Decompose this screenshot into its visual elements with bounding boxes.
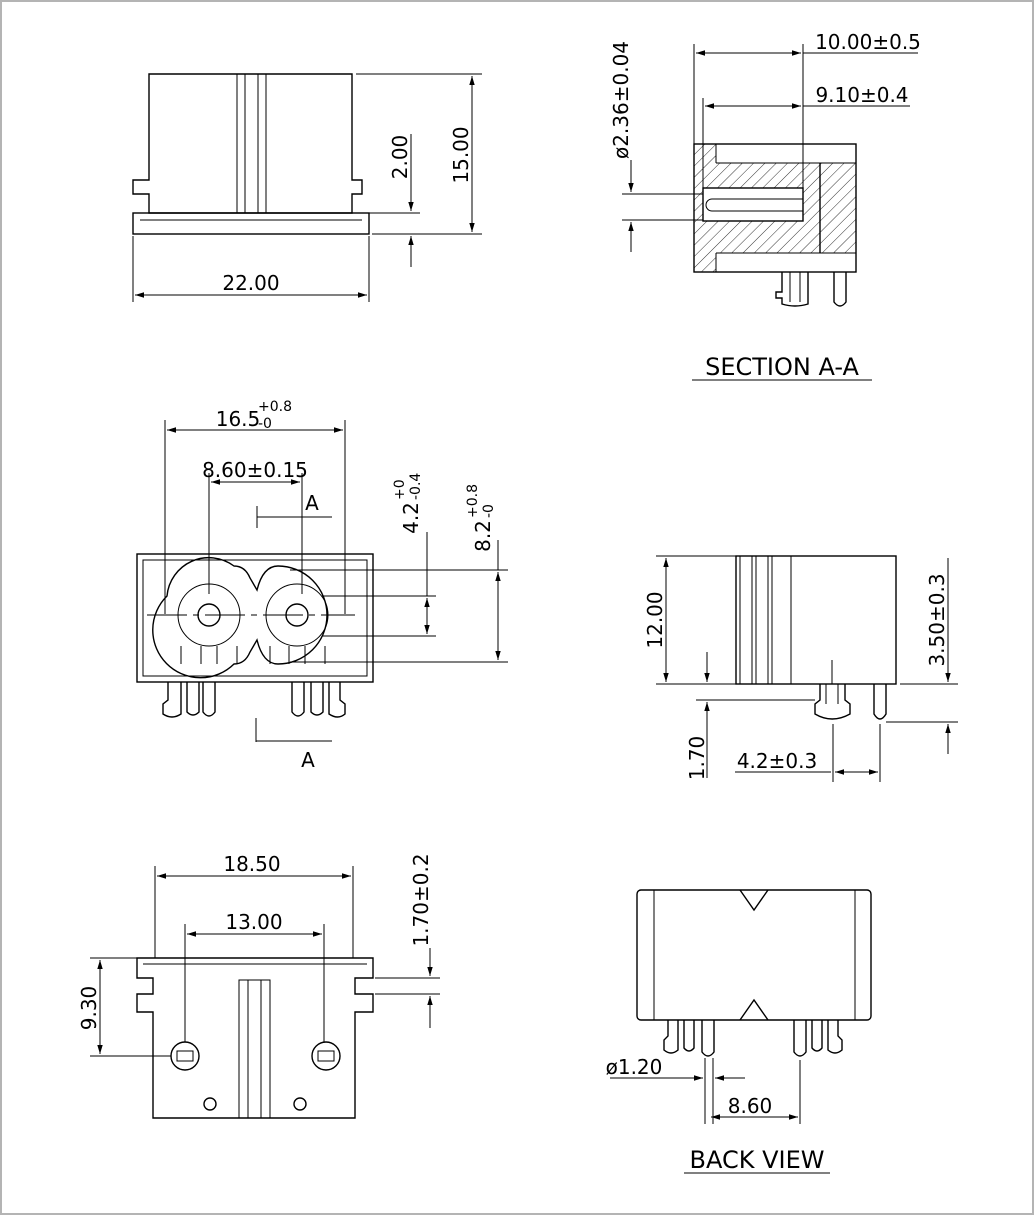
cut-label-bottom: A [301,748,315,772]
front-half-height-tol-up: +0 [392,479,408,500]
bottom-depth-label: 9.30 [77,986,101,1031]
top-view: 15.00 2.00 22.00 [132,73,482,302]
back-view-title: BACK VIEW [690,1146,825,1174]
top-step-label: 2.00 [388,135,412,180]
section-pin-dia-label: ø2.36±0.04 [609,41,633,159]
front-width-tol-dn: -0 [258,416,272,432]
side-pin-dist-label: 4.2±0.3 [737,749,817,773]
front-half-height-label: 4.2 [399,502,423,534]
back-view: ø1.20 8.60 BACK VIEW [606,889,872,1174]
cut-label-top: A [305,491,319,515]
side-standoff-label: 1.70 [685,736,709,781]
front-height-tol-up: +0.8 [465,484,481,518]
side-height-label: 12.00 [643,591,667,648]
top-width-label: 22.00 [222,271,279,295]
section-depth-inner-label: 9.10±0.4 [815,83,908,107]
front-width-tol-up: +0.8 [258,399,292,415]
front-half-height-tol-dn: -0.4 [408,473,424,500]
bottom-view: 18.50 13.00 9.30 1.70±0.2 [77,852,440,1119]
front-pitch-label: 8.60±0.15 [202,458,308,482]
back-pin-dia-label: ø1.20 [606,1055,663,1079]
side-view: 12.00 3.50±0.3 1.70 4.2±0.3 [643,555,958,782]
front-height-label: 8.2 [471,520,495,552]
bottom-notch-label: 1.70±0.2 [409,853,433,946]
front-width-label: 16.5 [216,407,261,431]
section-view: 10.00±0.5 9.10±0.4 ø2.36±0.04 SECTION A-… [609,30,921,381]
section-title: SECTION A-A [705,353,859,381]
top-height-label: 15.00 [449,126,473,183]
back-pin-pitch-label: 8.60 [728,1094,773,1118]
bottom-width-label: 18.50 [223,852,280,876]
side-pin-offset-label: 3.50±0.3 [925,573,949,666]
bottom-hole-pitch-label: 13.00 [225,910,282,934]
front-height-tol-dn: -0 [481,504,497,518]
section-depth-outer-label: 10.00±0.5 [815,30,921,54]
front-view: 16.5 +0.8 -0 8.60±0.15 A A 4.2 +0 -0.4 8… [136,399,508,772]
